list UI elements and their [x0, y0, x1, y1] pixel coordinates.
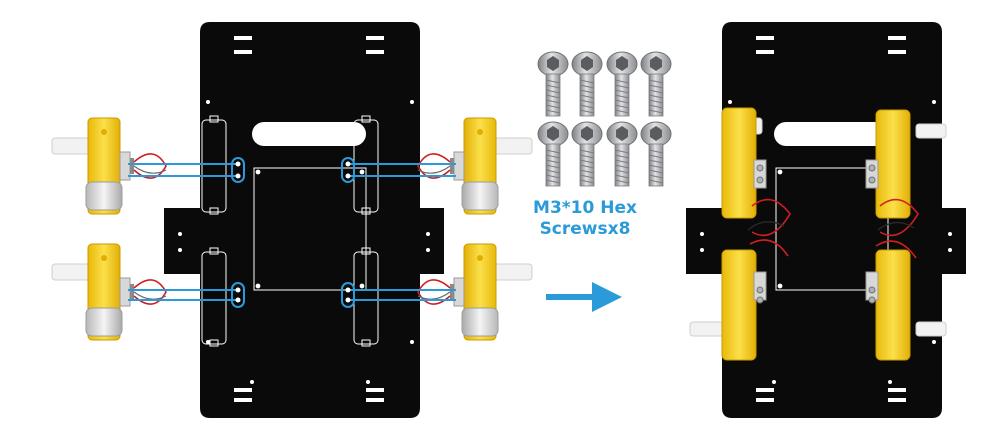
- screw-spec-label: M3*10 Hex: [533, 198, 637, 218]
- assembled-motor-left: [689, 107, 791, 361]
- screw-caption: M3*10 Hex Screwsx8: [520, 198, 650, 240]
- right-arrow-icon: [546, 282, 622, 312]
- assembled-screws: [756, 164, 876, 304]
- hex-screw-icon: [537, 51, 672, 187]
- mounting-holes: [235, 161, 351, 303]
- gear-motor-front-right: [417, 117, 533, 215]
- gear-motor-front-left: [51, 117, 167, 215]
- gear-motor-rear-left: [51, 243, 167, 341]
- chassis-plate-exploded: [163, 21, 445, 419]
- alignment-guides: [128, 157, 456, 308]
- screw-quantity-label: Screwsx8: [539, 219, 631, 239]
